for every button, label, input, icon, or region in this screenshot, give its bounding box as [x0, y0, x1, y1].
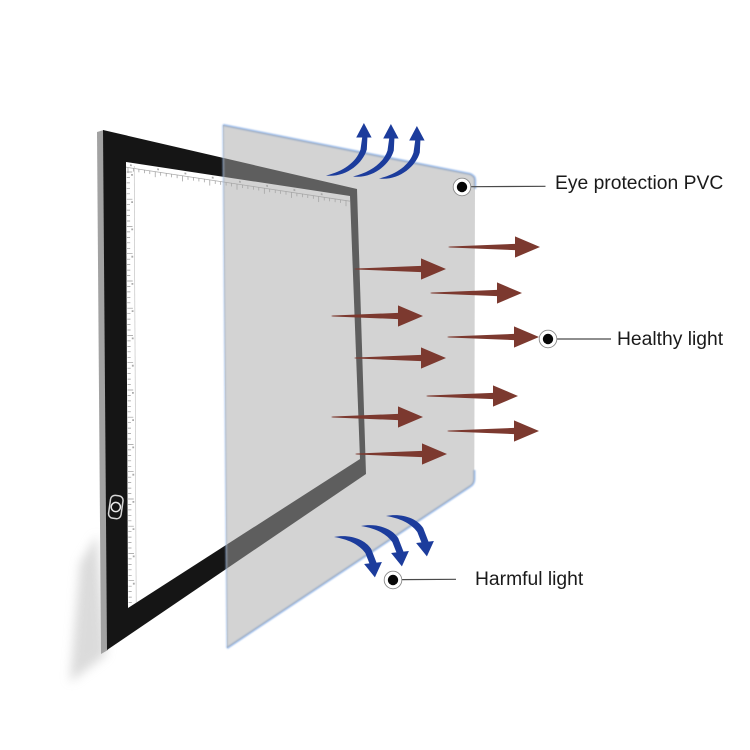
svg-text:Healthy light: Healthy light [617, 329, 724, 350]
svg-text:Harmful light: Harmful light [475, 569, 584, 590]
svg-text:Eye protection PVC: Eye protection PVC [555, 173, 723, 194]
